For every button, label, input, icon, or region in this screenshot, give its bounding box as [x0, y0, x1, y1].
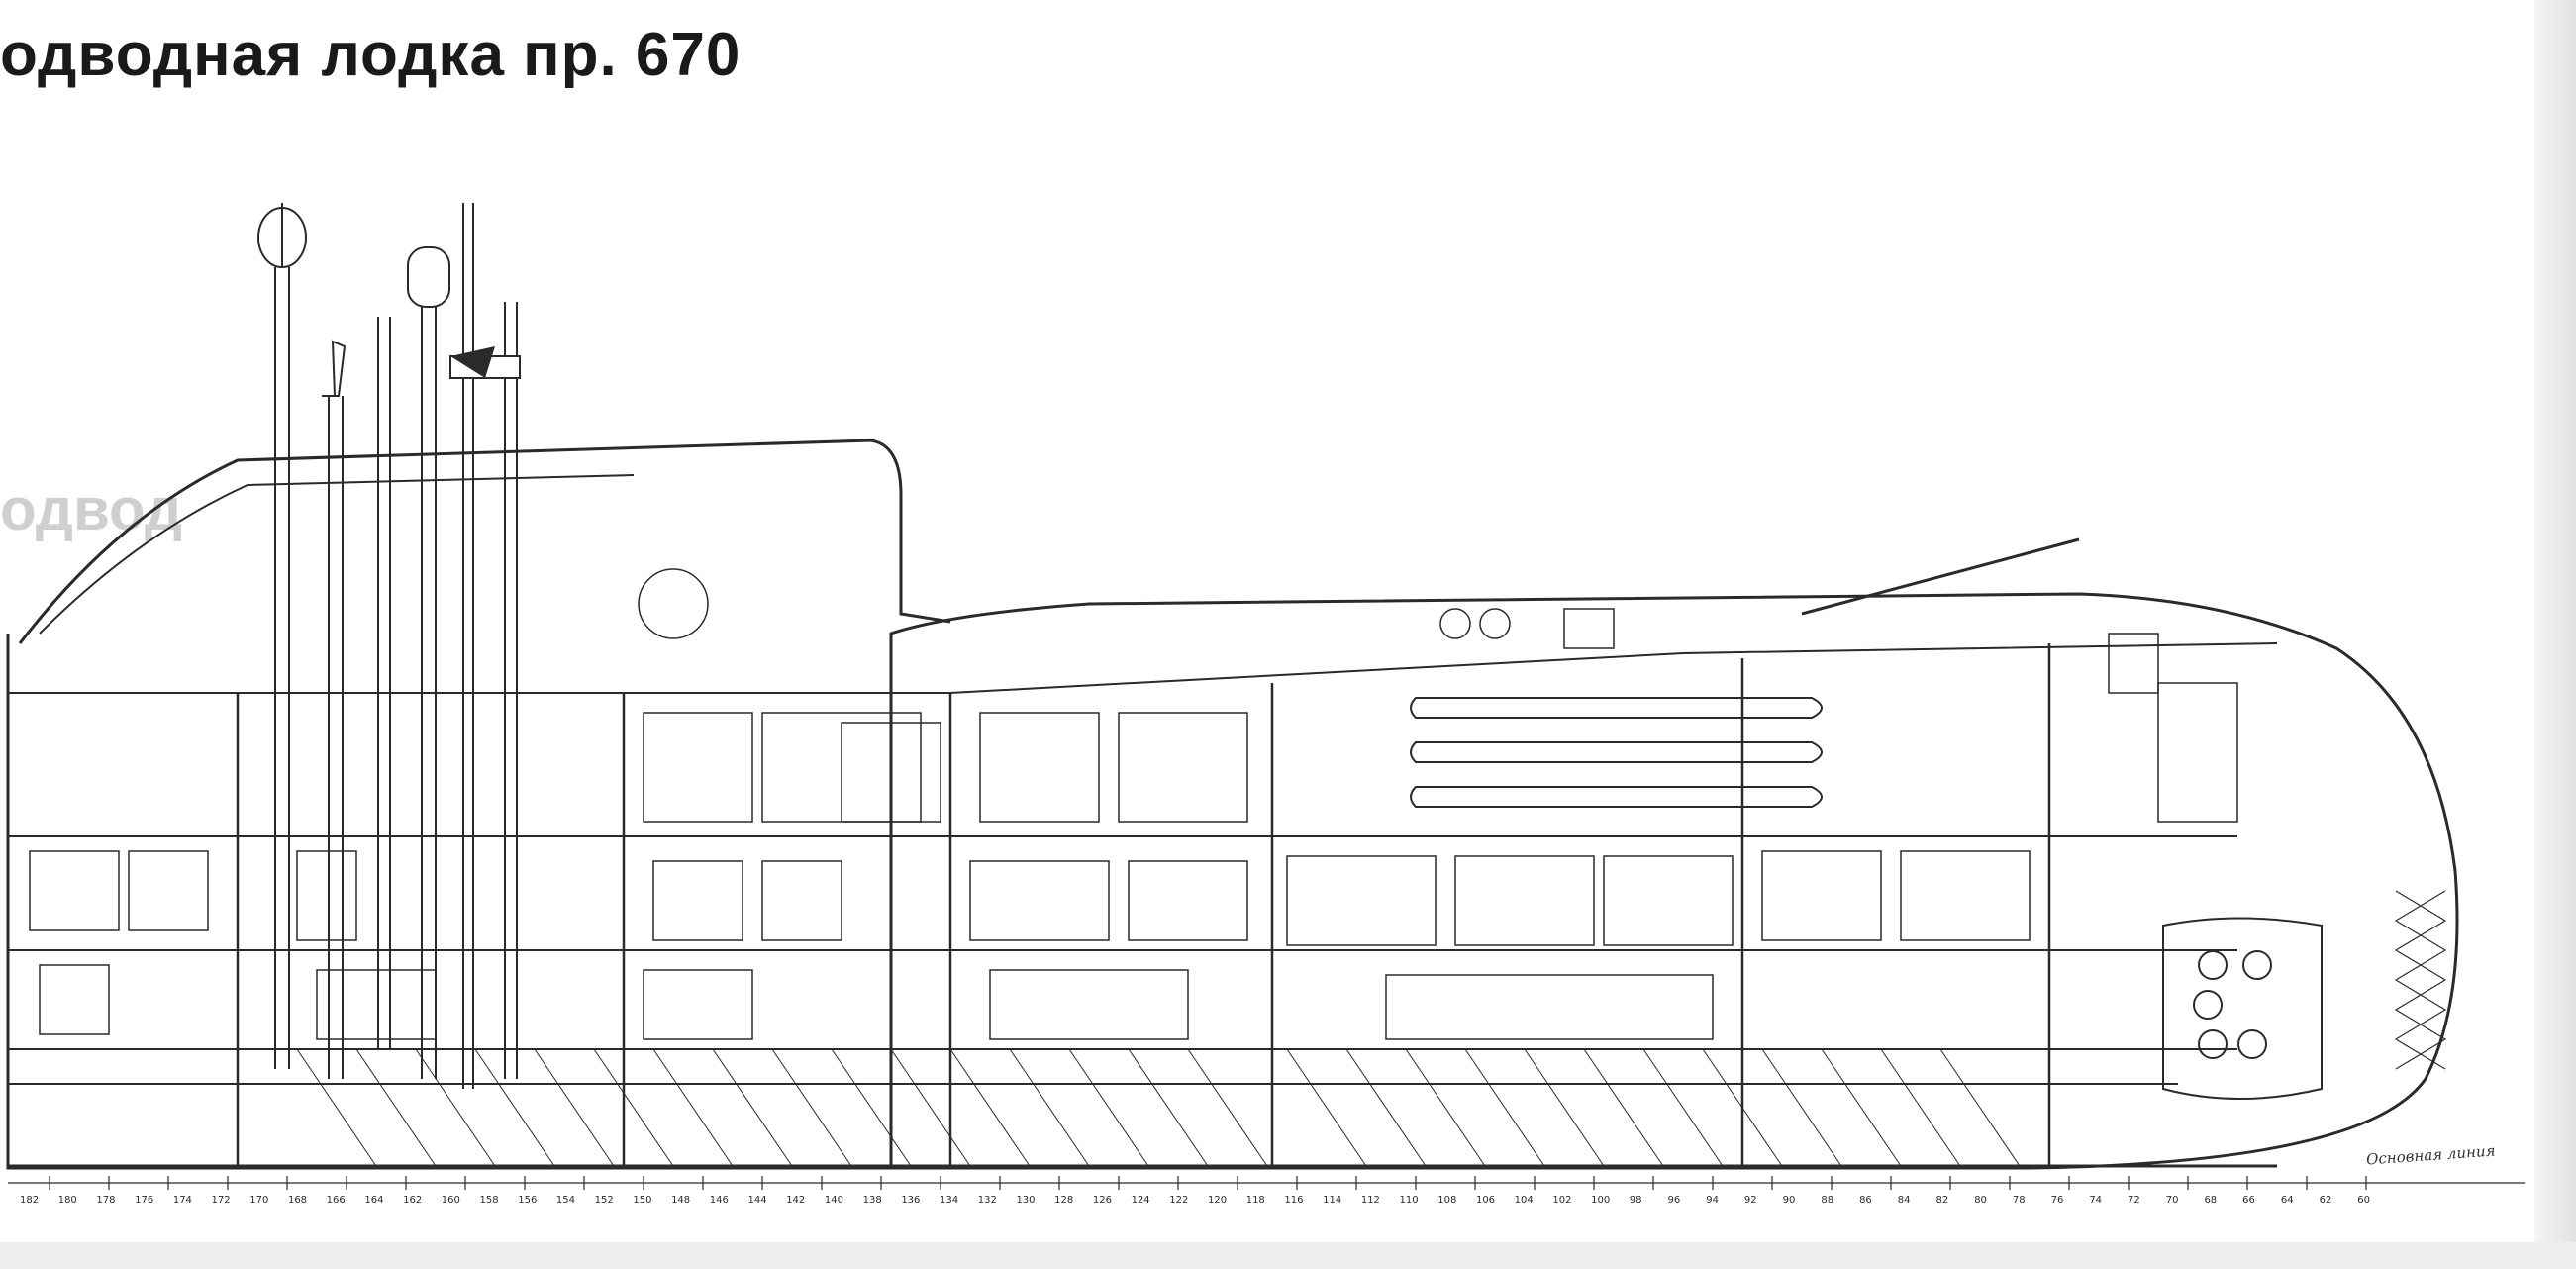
scan-edge-right — [2534, 0, 2576, 1269]
torpedo-tubes — [1410, 537, 2080, 808]
frame-number: 112 — [1361, 1195, 1380, 1206]
bow-lattice — [2394, 890, 2447, 1070]
frame-number: 162 — [403, 1195, 422, 1206]
frame-number: 110 — [1400, 1195, 1419, 1206]
frame-number: 166 — [327, 1195, 346, 1206]
frame-number: 132 — [978, 1195, 997, 1206]
frame-number: 168 — [288, 1195, 307, 1206]
frame-number: 158 — [480, 1195, 499, 1206]
frame-number: 62 — [2320, 1195, 2332, 1206]
frame-number: 142 — [786, 1195, 805, 1206]
frame-number: 78 — [2013, 1195, 2026, 1206]
frame-number: 156 — [518, 1195, 537, 1206]
bulkheads — [236, 643, 2051, 1166]
frame-number: 178 — [96, 1195, 115, 1206]
frame-number: 60 — [2357, 1195, 2370, 1206]
equipment-boxes — [29, 568, 2238, 1040]
frame-number: 134 — [940, 1195, 958, 1206]
frame-number: 102 — [1552, 1195, 1571, 1206]
frame-number: 96 — [1668, 1195, 1681, 1206]
frame-number: 108 — [1437, 1195, 1456, 1206]
frame-number: 152 — [595, 1195, 614, 1206]
frame-number: 154 — [556, 1195, 575, 1206]
frame-number: 138 — [863, 1195, 882, 1206]
frame-number: 126 — [1093, 1195, 1112, 1206]
frame-number: 120 — [1208, 1195, 1227, 1206]
frame-number: 66 — [2242, 1195, 2255, 1206]
frame-number: 176 — [135, 1195, 153, 1206]
frame-number: 130 — [1016, 1195, 1035, 1206]
decks — [8, 835, 2237, 1085]
frame-number: 92 — [1744, 1195, 1757, 1206]
frame-number: 160 — [442, 1195, 460, 1206]
frame-number: 150 — [633, 1195, 651, 1206]
frame-number: 172 — [212, 1195, 231, 1206]
sail-outline — [18, 439, 951, 644]
frame-number: 106 — [1476, 1195, 1495, 1206]
frame-number: 70 — [2166, 1195, 2179, 1206]
masts — [257, 203, 521, 1089]
frame-number: 128 — [1054, 1195, 1073, 1206]
scan-edge-bottom — [0, 1242, 2576, 1269]
frame-number: 80 — [1974, 1195, 1987, 1206]
frame-number: 182 — [20, 1195, 39, 1206]
frame-number: 144 — [747, 1195, 766, 1206]
frame-number: 136 — [901, 1195, 920, 1206]
upper-hull-line — [8, 642, 2278, 694]
hull-outline — [6, 592, 2459, 1170]
bow-sonar-sphere — [2162, 917, 2323, 1100]
frame-number: 98 — [1630, 1195, 1642, 1206]
sail-inner-line — [39, 474, 635, 634]
frame-number: 86 — [1859, 1195, 1872, 1206]
frame-number: 122 — [1169, 1195, 1188, 1206]
frame-number: 82 — [1935, 1195, 1948, 1206]
frame-ticks — [8, 1176, 2525, 1190]
ghost-text-bleed: одвод — [0, 476, 182, 542]
frame-number: 116 — [1284, 1195, 1303, 1206]
frame-number: 100 — [1591, 1195, 1610, 1206]
frame-number: 124 — [1132, 1195, 1150, 1206]
frame-number-labels: 182 180 178 176 174 172 170 168 166 164 162 160 158 1… — [20, 1195, 2370, 1206]
frame-number: 68 — [2204, 1195, 2217, 1206]
frame-number: 104 — [1515, 1195, 1534, 1206]
frame-number: 94 — [1706, 1195, 1719, 1206]
frame-number: 114 — [1323, 1195, 1341, 1206]
frame-number: 84 — [1898, 1195, 1911, 1206]
frame-number: 90 — [1783, 1195, 1796, 1206]
frame-number: 170 — [249, 1195, 268, 1206]
frame-number: 140 — [825, 1195, 843, 1206]
frame-number: 88 — [1821, 1195, 1833, 1206]
frame-number: 164 — [364, 1195, 383, 1206]
lower-hatching — [296, 1048, 2021, 1167]
frame-number: 180 — [58, 1195, 77, 1206]
frame-number: 74 — [2089, 1195, 2102, 1206]
frame-number: 72 — [2128, 1195, 2140, 1206]
frame-number: 146 — [710, 1195, 729, 1206]
frame-number: 76 — [2051, 1195, 2064, 1206]
frame-number: 64 — [2281, 1195, 2294, 1206]
frame-number: 174 — [173, 1195, 192, 1206]
frame-number: 148 — [671, 1195, 690, 1206]
frame-number: 118 — [1246, 1195, 1265, 1206]
page-title: одводная лодка пр. 670 — [0, 21, 742, 89]
